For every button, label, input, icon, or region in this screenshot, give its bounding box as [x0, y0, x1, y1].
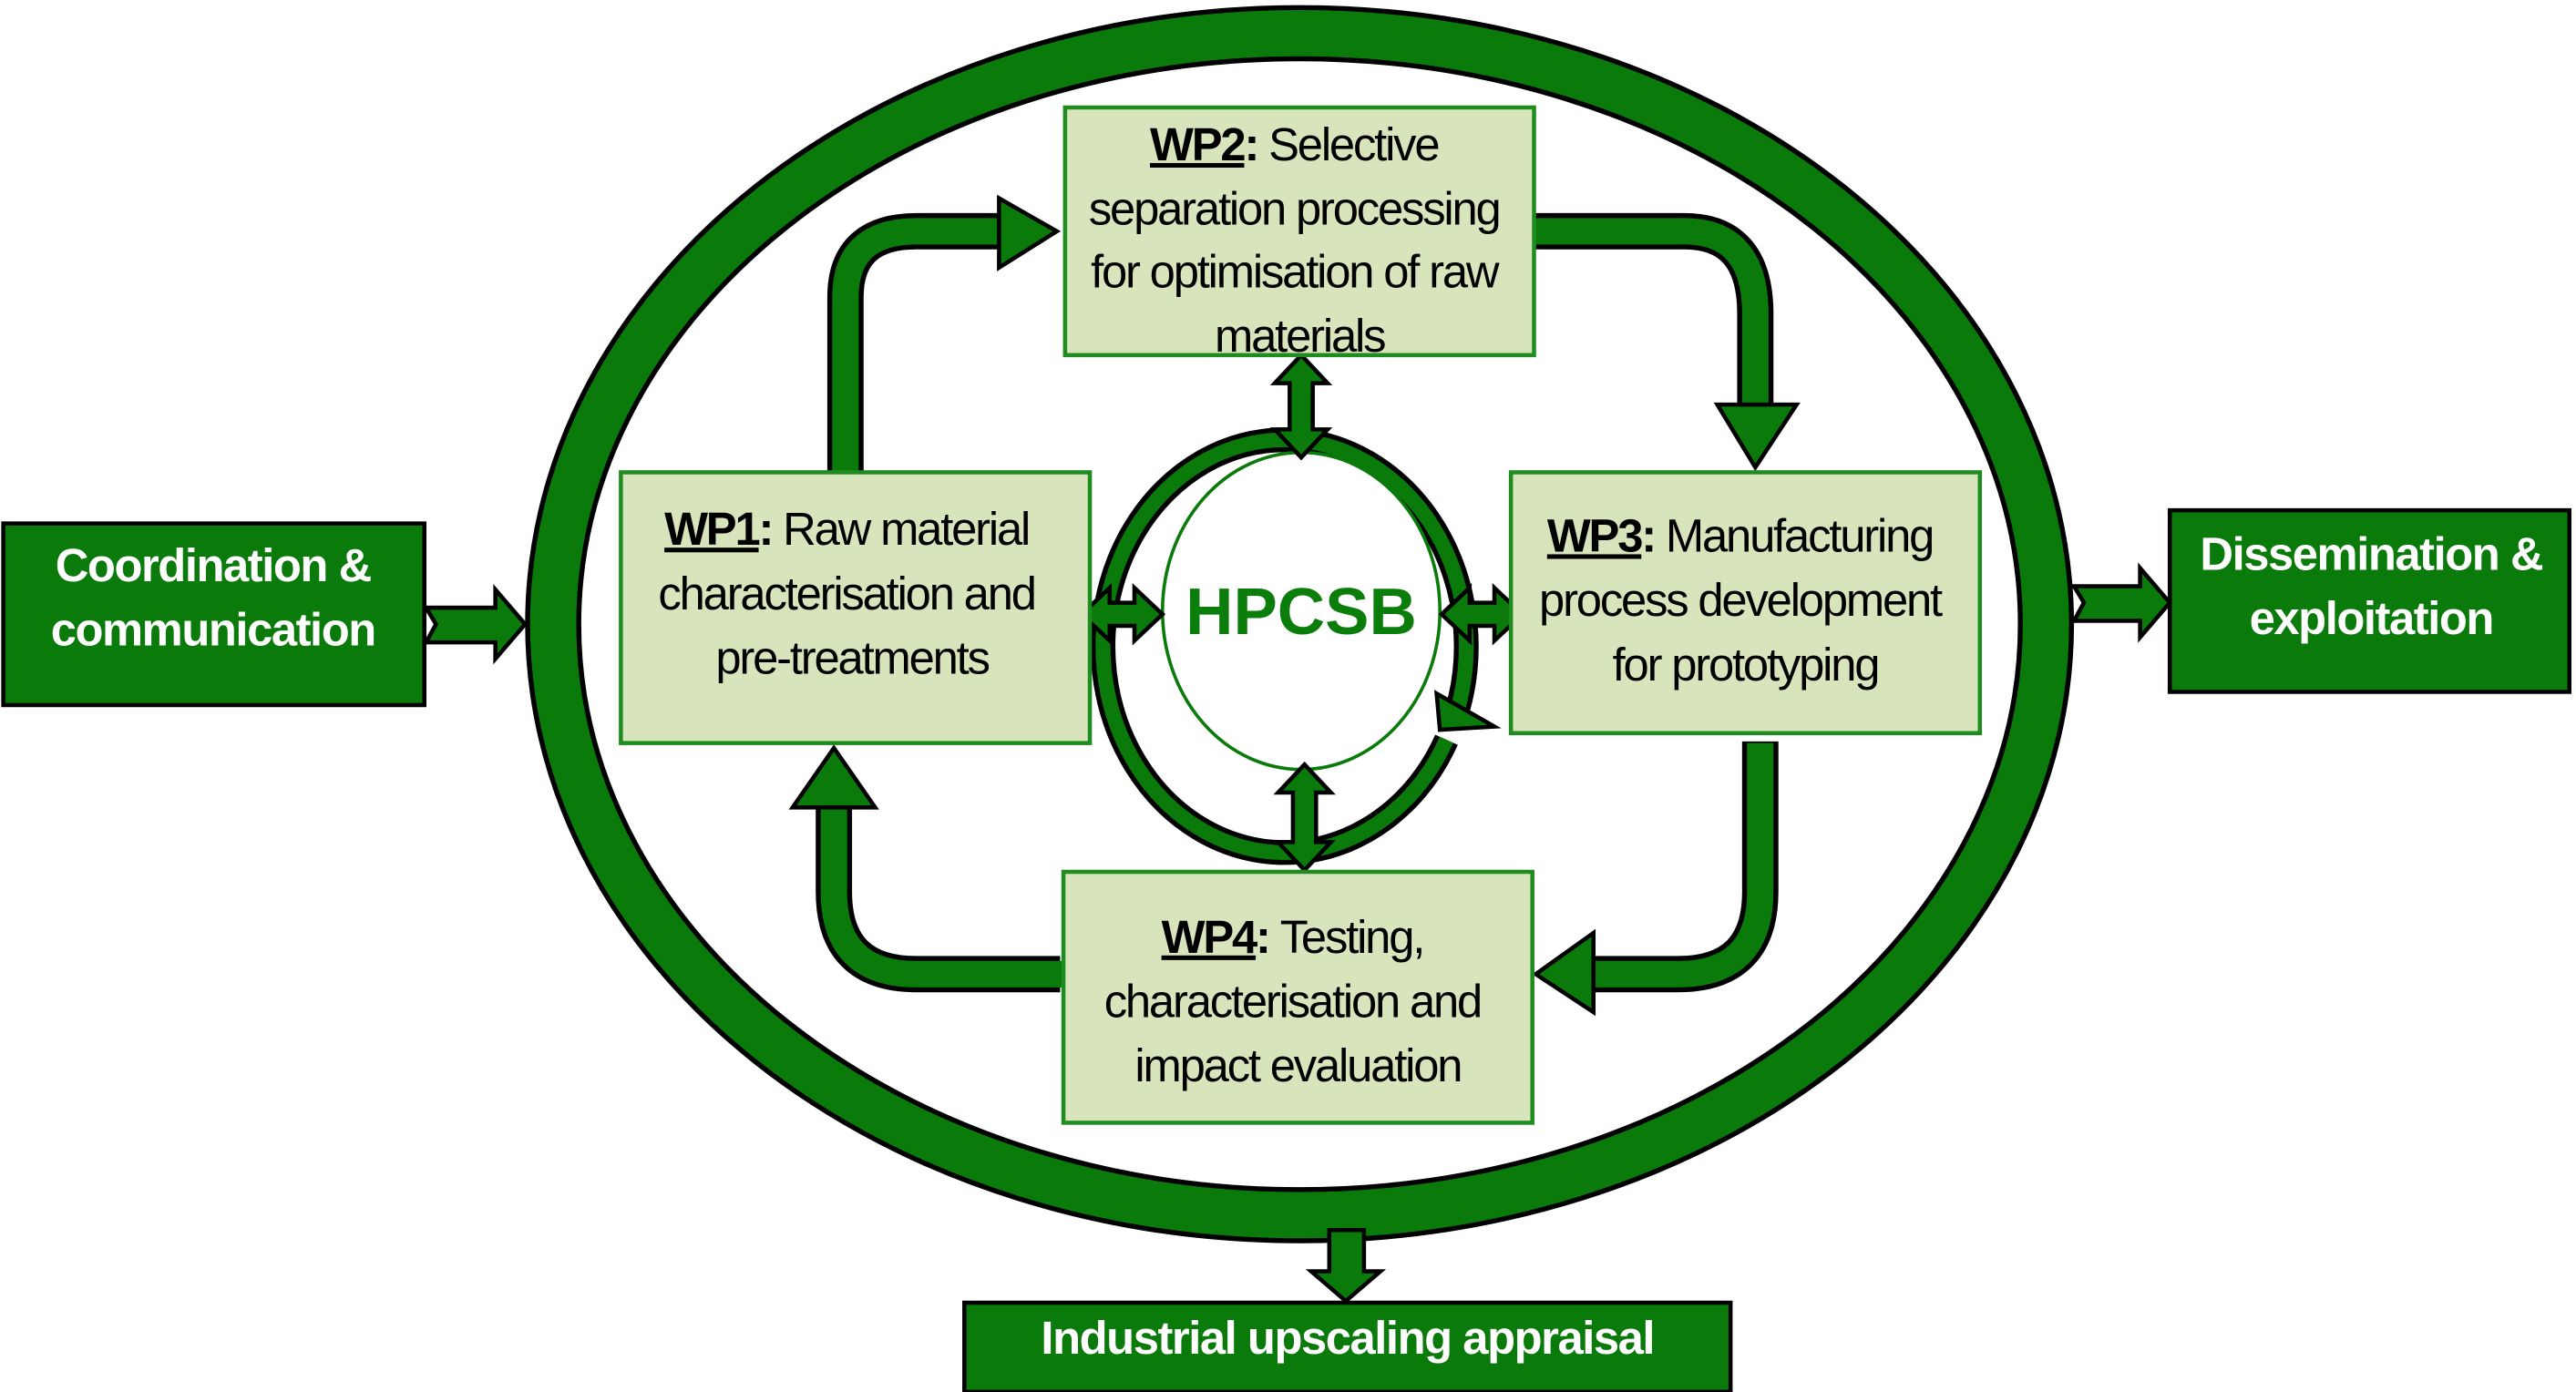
svg-text:WP4: Testing, characteri: WP4: Testing, characterisation and impac… [1104, 911, 1492, 1091]
arrow-coordination-in [422, 583, 529, 665]
arrow-wp3-to-wp4 [1532, 741, 1779, 1017]
wp3-line: process development [1539, 574, 1943, 626]
arrow-wp1-to-wp2 [826, 194, 1062, 473]
core-label: HPCSB [1185, 575, 1417, 649]
wp3-line: Manufacturing [1666, 509, 1933, 561]
wp2-line: separation processing [1089, 183, 1500, 235]
double-arrow-wp1-core [1078, 583, 1166, 646]
svg-text:WP3: Manufacturing proce: WP3: Manufacturing process development f… [1539, 509, 1952, 690]
coordination-line: communication [51, 604, 375, 656]
svg-text:WP1: Raw material charac: WP1: Raw material characterisation and p… [658, 503, 1045, 683]
wp1-key: WP1 [664, 503, 759, 555]
wp3-line: for prototyping [1613, 639, 1879, 691]
coordination-line: Coordination & [56, 539, 372, 591]
wp2-key: WP2 [1150, 118, 1245, 170]
wp1-line: characterisation and [658, 568, 1034, 619]
wp4-box: WP4: Testing, characterisation and impac… [1061, 869, 1534, 1125]
double-arrow-wp2-core [1269, 352, 1333, 461]
arrow-dissemination-out [2070, 562, 2173, 643]
dissemination-box: Dissemination & exploitation [2167, 507, 2572, 694]
arrow-wp4-to-wp1 [788, 744, 1062, 993]
wp2-line: for optimisation of raw [1091, 245, 1500, 297]
wp3-box: WP3: Manufacturing process development f… [1508, 470, 1983, 736]
outer-ring-fill [529, 10, 2069, 1239]
dissemination-line: Dissemination & [2200, 527, 2543, 579]
wp3-key: WP3 [1547, 509, 1642, 561]
wp4-line: characterisation and [1104, 975, 1481, 1027]
dissemination-line: exploitation [2250, 592, 2493, 644]
wp4-key: WP4 [1162, 911, 1257, 963]
arrow-wp2-to-wp3 [1534, 212, 1801, 472]
wp2-box: WP2: Selective separation processing for… [1062, 105, 1536, 362]
wp4-line: Testing, [1280, 911, 1423, 963]
upscaling-label: Industrial upscaling appraisal [1041, 1312, 1654, 1364]
svg-text:WP2: Selective separatio: WP2: Selective separation processing for… [1089, 118, 1511, 362]
wp4-line: impact evaluation [1134, 1039, 1461, 1091]
upscaling-box: Industrial upscaling appraisal [962, 1300, 1733, 1392]
svg-text:Dissemination &exploitation: Dissemination & exploitation [2200, 527, 2543, 644]
coordination-box: Coordination & communication [1, 521, 426, 708]
svg-text:Coordination &communication: Coordination & communication [51, 539, 375, 656]
wp1-line: Raw material [783, 503, 1029, 555]
wp1-box: WP1: Raw material characterisation and p… [619, 470, 1093, 745]
wp2-line: Selective [1268, 118, 1438, 170]
arrow-upscaling-out [1305, 1227, 1387, 1305]
wp2-line: materials [1215, 310, 1385, 362]
wp1-line: pre-treatments [715, 632, 989, 684]
